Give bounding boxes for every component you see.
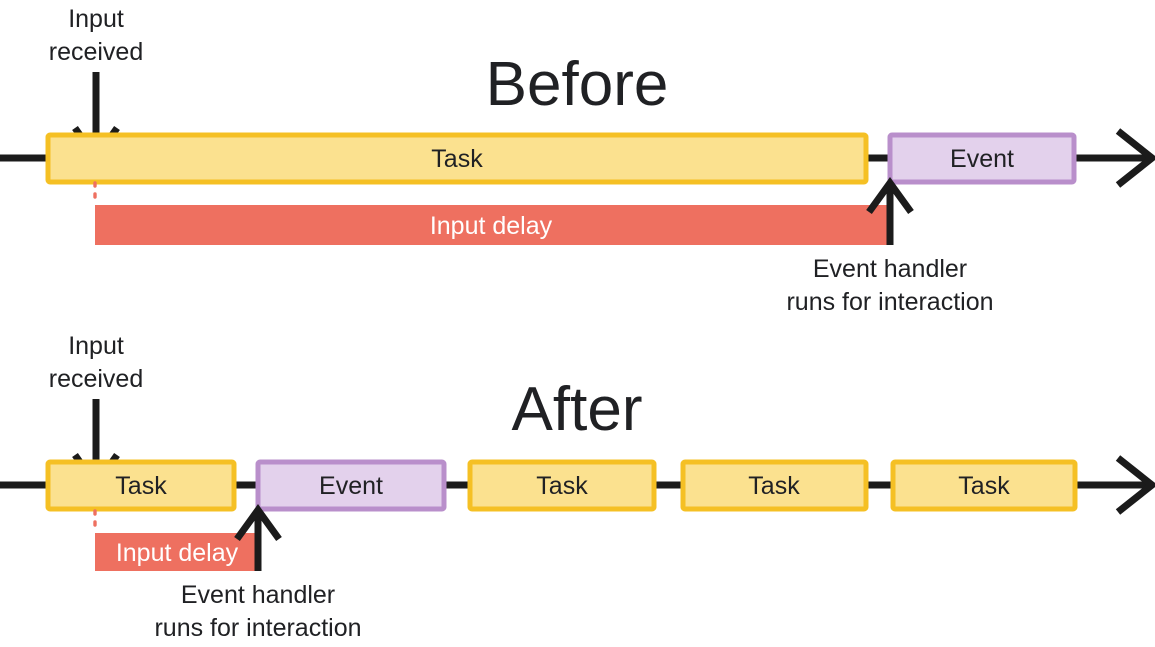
- after-task-label-2: Task: [536, 472, 588, 500]
- before-task-label: Task: [431, 145, 483, 173]
- after-input-delay-bar: Input delay: [95, 533, 258, 571]
- before-title: Before: [486, 50, 669, 119]
- after-task-block-4: Task: [890, 459, 1078, 512]
- after-event-handler-annotation: Event handler runs for interaction: [154, 581, 361, 642]
- after-task-rect-3: [680, 459, 869, 512]
- before-event-handler-line2: runs for interaction: [786, 288, 993, 316]
- after-section: After Input received: [0, 332, 1155, 642]
- after-timeline-right-arrow-icon: [1073, 455, 1155, 515]
- before-timeline-right-arrow-icon: [1072, 128, 1155, 188]
- after-event-handler-line2: runs for interaction: [154, 614, 361, 642]
- before-input-delay-bar: Input delay: [95, 205, 887, 245]
- before-input-received-annotation: Input received: [49, 5, 144, 165]
- after-title: After: [512, 375, 643, 444]
- after-input-delay-rect: [95, 533, 258, 571]
- after-task-rect-2: [467, 459, 657, 512]
- before-event-handler-line1: Event handler: [813, 255, 967, 283]
- after-event-handler-arrow-up-icon: [234, 504, 282, 571]
- after-task-label-3: Task: [748, 472, 800, 500]
- before-task-block: Task: [45, 132, 869, 185]
- after-input-received-line1: Input: [68, 332, 124, 360]
- after-task-block-1: Task: [45, 459, 237, 512]
- after-event-block: Event: [255, 459, 447, 512]
- before-event-handler-arrow-up-icon: [866, 177, 914, 245]
- after-event-handler-line1: Event handler: [181, 581, 335, 609]
- before-event-handler-annotation: Event handler runs for interaction: [786, 255, 993, 316]
- after-event-rect: [255, 459, 447, 512]
- after-task-rect-4: [890, 459, 1078, 512]
- before-input-received-line2: received: [49, 38, 144, 66]
- before-input-received-line1: Input: [68, 5, 124, 33]
- before-input-delay-label: Input delay: [430, 212, 553, 240]
- before-input-delay-rect: [95, 205, 887, 245]
- after-task-label-1: Task: [115, 472, 167, 500]
- before-task-rect: [45, 132, 869, 185]
- before-event-block: Event: [887, 132, 1077, 185]
- before-section: Before Input received: [0, 5, 1155, 316]
- after-task-rect-1: [45, 459, 237, 512]
- after-task-block-3: Task: [680, 459, 869, 512]
- before-event-rect: [887, 132, 1077, 185]
- before-event-label: Event: [950, 145, 1014, 173]
- after-task-label-4: Task: [958, 472, 1010, 500]
- after-task-block-2: Task: [467, 459, 657, 512]
- after-event-label: Event: [319, 472, 383, 500]
- after-input-delay-label: Input delay: [116, 539, 239, 567]
- after-input-received-line2: received: [49, 365, 144, 393]
